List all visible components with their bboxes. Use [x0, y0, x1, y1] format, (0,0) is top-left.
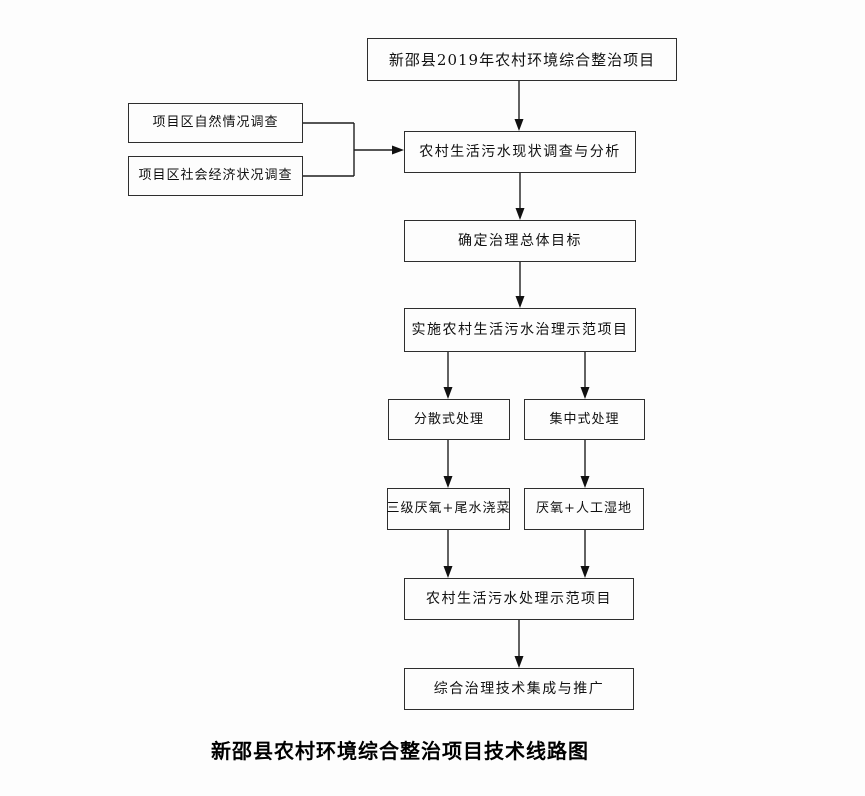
connector-surveys-to-status	[303, 122, 404, 177]
node-status-analysis: 农村生活污水现状调查与分析	[404, 131, 636, 173]
arrow-status-to-goal	[515, 173, 525, 220]
node-project-title: 新邵县2019年农村环境综合整治项目	[367, 38, 677, 81]
node-anaerobic-wetland: 厌氧+人工湿地	[524, 488, 644, 530]
arrow-implement-to-centralized	[580, 352, 590, 399]
node-three-stage-anaerobic: 三级厌氧+尾水浇菜	[387, 488, 510, 530]
node-centralized-treatment: 集中式处理	[524, 399, 645, 440]
arrow-demo-to-promotion	[514, 620, 524, 668]
arrow-title-to-status	[514, 81, 524, 131]
node-socioeconomic-survey: 项目区社会经济状况调查	[128, 156, 303, 196]
diagram-caption: 新邵县农村环境综合整治项目技术线路图	[211, 741, 589, 763]
node-decentralized-treatment: 分散式处理	[388, 399, 510, 440]
arrow-anaerobic-to-demo	[443, 530, 453, 578]
arrow-implement-to-decentralized	[443, 352, 453, 399]
arrow-decentralized-to-anaerobic	[443, 440, 453, 488]
node-natural-survey: 项目区自然情况调查	[128, 103, 303, 143]
node-overall-goal: 确定治理总体目标	[404, 220, 636, 262]
arrow-centralized-to-wetland	[580, 440, 590, 488]
node-promotion: 综合治理技术集成与推广	[404, 668, 634, 710]
node-implement-demo: 实施农村生活污水治理示范项目	[404, 308, 636, 352]
node-treatment-demo: 农村生活污水处理示范项目	[404, 578, 634, 620]
arrow-wetland-to-demo	[580, 530, 590, 578]
arrow-goal-to-implement	[515, 262, 525, 308]
